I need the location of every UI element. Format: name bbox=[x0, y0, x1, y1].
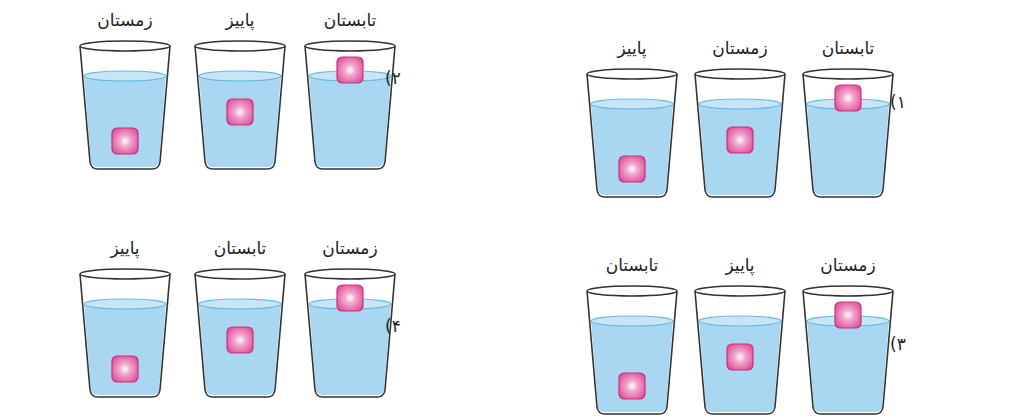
glass-outline bbox=[80, 46, 170, 169]
glass-outline bbox=[695, 74, 785, 197]
glass-rim bbox=[695, 69, 785, 79]
glass-rim bbox=[80, 41, 170, 51]
cube bbox=[619, 373, 645, 399]
cube bbox=[727, 127, 753, 153]
season-label: زمستان bbox=[674, 38, 806, 58]
glass-outline bbox=[587, 74, 677, 197]
water-surface bbox=[84, 299, 166, 309]
glass-drawing bbox=[586, 285, 678, 415]
water-surface bbox=[699, 316, 781, 326]
water bbox=[309, 304, 391, 395]
cube bbox=[112, 356, 138, 382]
glass-drawing bbox=[194, 268, 286, 398]
glass-drawing bbox=[304, 268, 396, 398]
water bbox=[591, 104, 673, 195]
glass-cup: تابستان bbox=[194, 268, 286, 398]
water bbox=[199, 304, 281, 395]
cube bbox=[337, 57, 363, 83]
water bbox=[84, 304, 166, 395]
glass-cup: تابستان bbox=[304, 40, 396, 170]
glass-outline bbox=[305, 274, 395, 397]
glass-cup: زمستان bbox=[79, 40, 171, 170]
water-surface bbox=[199, 71, 281, 81]
water bbox=[84, 76, 166, 167]
cube bbox=[112, 128, 138, 154]
option-number: (۳ bbox=[890, 334, 906, 354]
glass-rim bbox=[803, 286, 893, 296]
glass-cup: پاییز bbox=[586, 68, 678, 198]
glass-rim bbox=[695, 286, 785, 296]
season-label: تابستان bbox=[782, 38, 914, 58]
glass-cup: پاییز bbox=[194, 40, 286, 170]
season-label: پاییز bbox=[174, 10, 306, 30]
glass-outline bbox=[80, 274, 170, 397]
glass-cup: زمستان bbox=[304, 268, 396, 398]
glass-drawing bbox=[802, 68, 894, 198]
glass-outline bbox=[305, 46, 395, 169]
cube bbox=[337, 285, 363, 311]
glass-outline bbox=[587, 291, 677, 414]
glass-cup: تابستان bbox=[802, 68, 894, 198]
glass-cup: پاییز bbox=[694, 285, 786, 415]
cube bbox=[835, 85, 861, 111]
season-label: پاییز bbox=[59, 238, 191, 258]
water bbox=[591, 321, 673, 412]
glass-cup: پاییز bbox=[79, 268, 171, 398]
glass-cup: زمستان bbox=[802, 285, 894, 415]
water-surface bbox=[699, 99, 781, 109]
glass-drawing bbox=[304, 40, 396, 170]
glass-outline bbox=[803, 291, 893, 414]
glass-rim bbox=[80, 269, 170, 279]
glass-outline bbox=[803, 74, 893, 197]
glass-drawing bbox=[694, 285, 786, 415]
glass-rim bbox=[803, 69, 893, 79]
glass-cup: زمستان bbox=[694, 68, 786, 198]
glass-rim bbox=[305, 269, 395, 279]
water-surface bbox=[591, 99, 673, 109]
water bbox=[699, 104, 781, 195]
cube bbox=[227, 327, 253, 353]
season-label: زمستان bbox=[284, 238, 416, 258]
option-number: (۲ bbox=[385, 68, 401, 88]
glass-drawing bbox=[586, 68, 678, 198]
glass-outline bbox=[695, 291, 785, 414]
cube bbox=[727, 344, 753, 370]
cube bbox=[835, 302, 861, 328]
glass-drawing bbox=[79, 268, 171, 398]
cube bbox=[619, 156, 645, 182]
glass-rim bbox=[305, 41, 395, 51]
water bbox=[699, 321, 781, 412]
glass-drawing bbox=[79, 40, 171, 170]
glass-drawing bbox=[694, 68, 786, 198]
season-label: زمستان bbox=[782, 255, 914, 275]
glass-drawing bbox=[194, 40, 286, 170]
glass-outline bbox=[195, 46, 285, 169]
season-label: پاییز bbox=[566, 38, 698, 58]
cube bbox=[227, 99, 253, 125]
season-label: پاییز bbox=[674, 255, 806, 275]
water-surface bbox=[199, 299, 281, 309]
glass-rim bbox=[195, 41, 285, 51]
glass-rim bbox=[587, 286, 677, 296]
water bbox=[807, 104, 889, 195]
glass-drawing bbox=[802, 285, 894, 415]
glass-rim bbox=[195, 269, 285, 279]
glass-cup: تابستان bbox=[586, 285, 678, 415]
glass-outline bbox=[195, 274, 285, 397]
water bbox=[309, 76, 391, 167]
water bbox=[807, 321, 889, 412]
season-label: زمستان bbox=[59, 10, 191, 30]
season-label: تابستان bbox=[566, 255, 698, 275]
option-number: (۴ bbox=[385, 316, 401, 336]
option-number: (۱ bbox=[890, 92, 906, 112]
water-surface bbox=[84, 71, 166, 81]
season-label: تابستان bbox=[174, 238, 306, 258]
water-surface bbox=[591, 316, 673, 326]
water bbox=[199, 76, 281, 167]
season-label: تابستان bbox=[284, 10, 416, 30]
glass-rim bbox=[587, 69, 677, 79]
